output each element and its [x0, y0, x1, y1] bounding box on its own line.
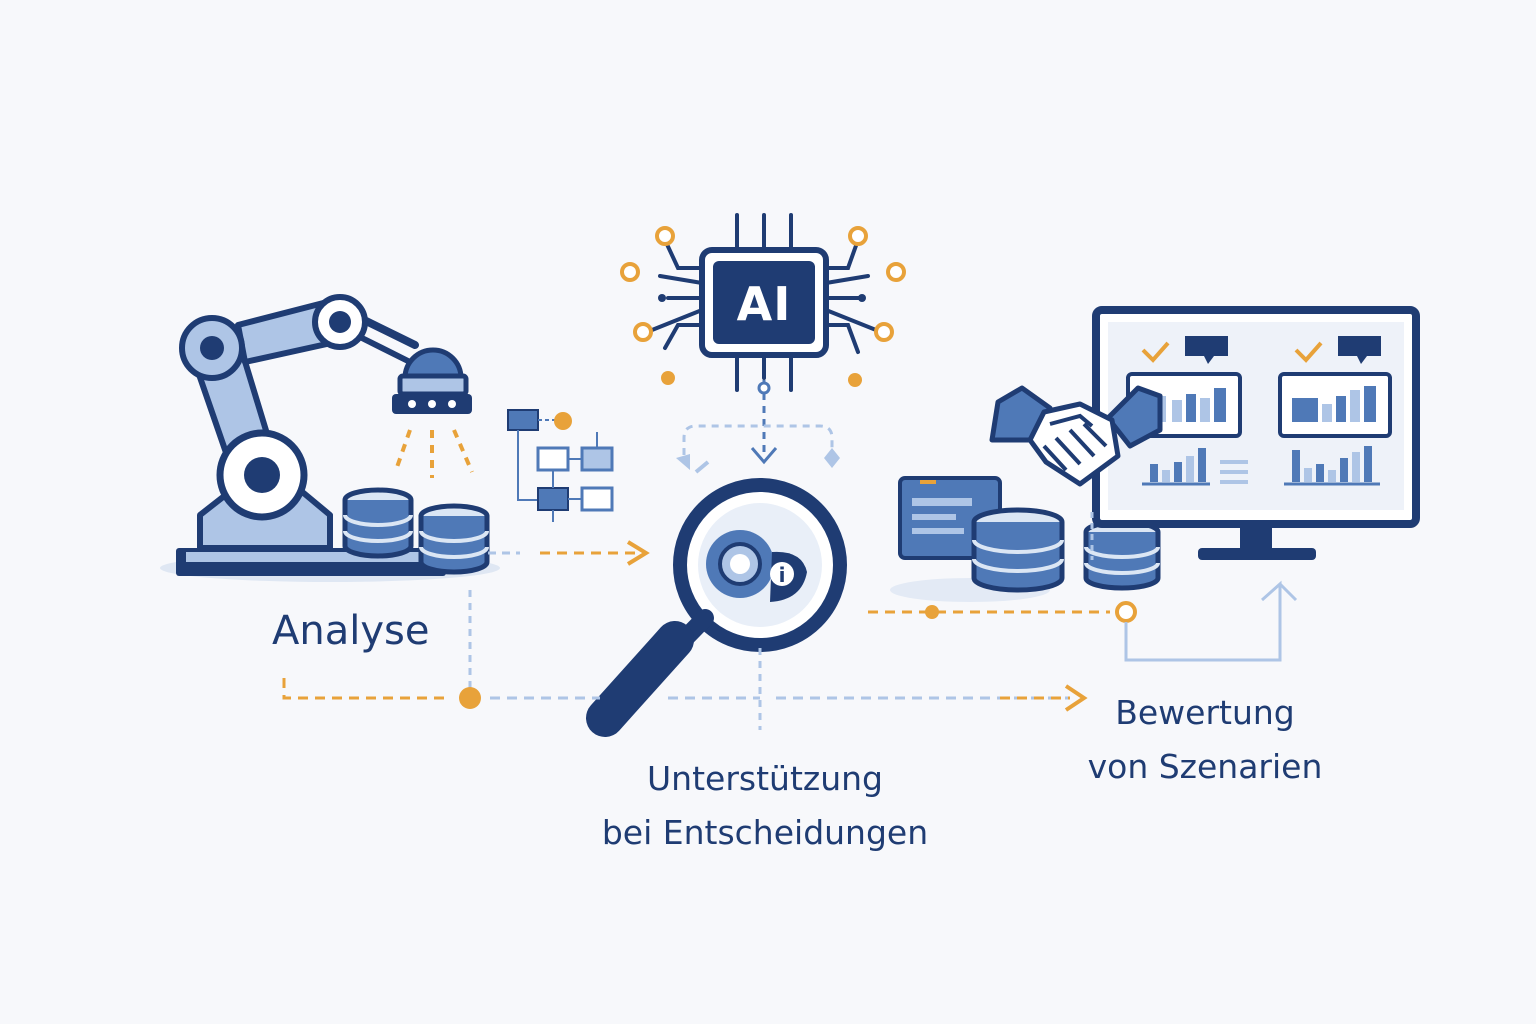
connector-lines	[282, 512, 1298, 730]
robot-arm-icon	[160, 294, 500, 582]
magnifier-icon: i	[586, 478, 847, 737]
scenario-evaluation-line1: Bewertung	[1115, 693, 1295, 732]
ai-chip-label: AI	[736, 277, 792, 331]
scenario-evaluation-label: Bewertung von Szenarien	[1060, 686, 1350, 794]
connector-lines	[676, 380, 840, 474]
analyse-label: Analyse	[272, 608, 430, 654]
flowchart-icon	[507, 409, 614, 522]
decision-support-line2: bei Entscheidungen	[601, 813, 929, 852]
database-icon	[971, 507, 1065, 593]
scenario-evaluation-line2: von Szenarien	[1087, 747, 1323, 786]
svg-text:i: i	[779, 563, 786, 587]
database-icon	[418, 503, 490, 575]
ai-chip-icon	[620, 213, 906, 392]
database-icon	[1083, 519, 1161, 591]
database-icon	[342, 487, 414, 559]
handshake-icon	[989, 385, 1163, 487]
decision-support-label: Unterstützung bei Entscheidungen	[560, 752, 970, 860]
decision-support-line1: Unterstützung	[647, 759, 883, 798]
